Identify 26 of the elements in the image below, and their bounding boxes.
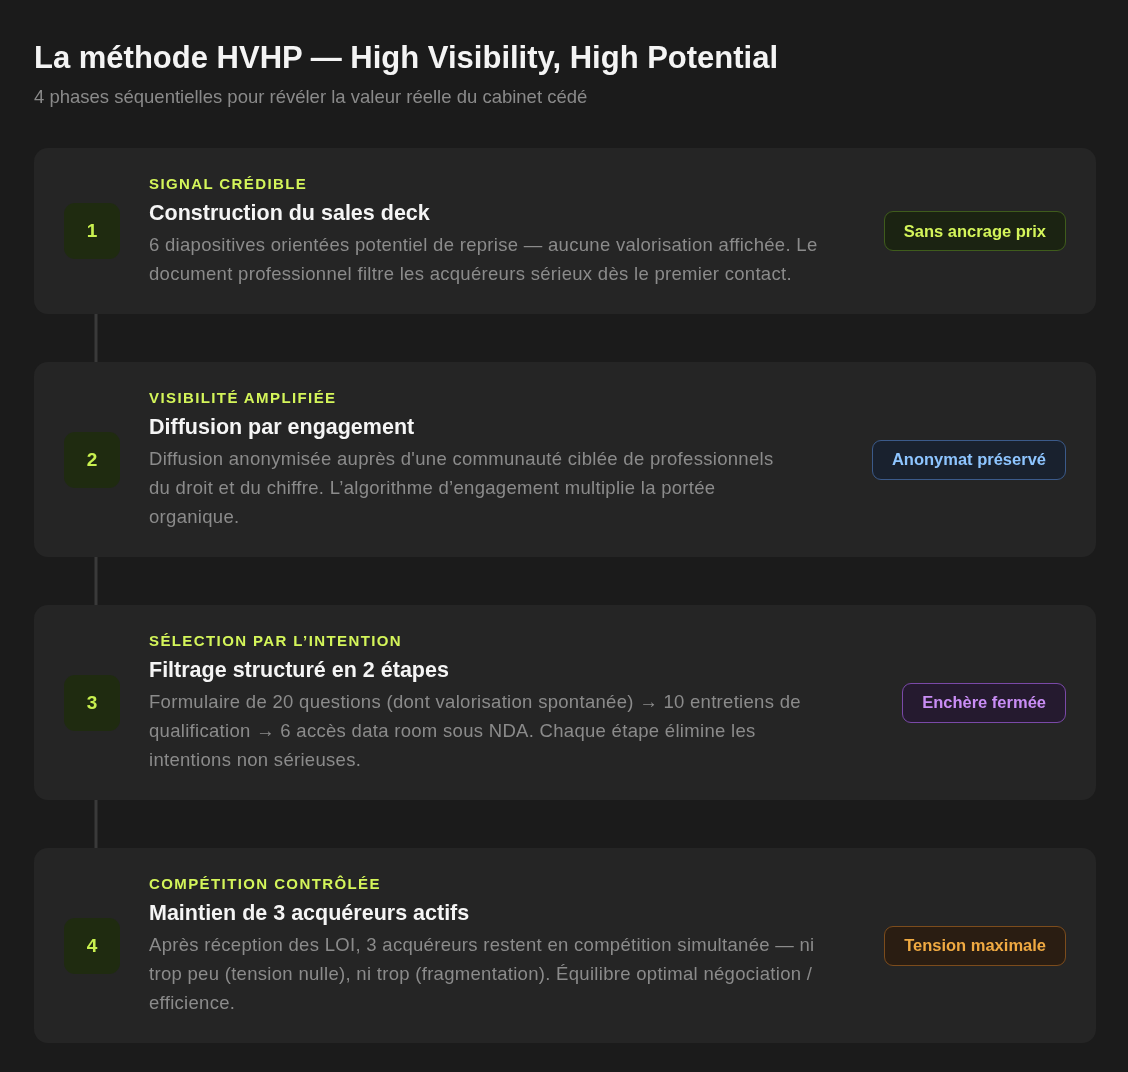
phase-card bbox=[34, 362, 1096, 557]
phase-title: Diffusion par engagement bbox=[149, 414, 415, 441]
phase-description: Formulaire de 20 questions (dont valorisation spontanée) → 10 entretiens de qualification → 6 accès data room sous NDA. Chaque étape élimine les intentions non sérieuses. bbox=[149, 690, 802, 772]
subtitle: 4 phases séquentielles pour révéler la valeur réelle du cabinet cédé bbox=[34, 85, 588, 109]
phase-description: Après réception des LOI, 3 acquéreurs restent en compétition simultanée — ni trop peu (tension nulle), ni trop (fragmentation). Équilibre optimal négociation / efficience. bbox=[149, 933, 816, 1015]
status-tag: Enchère fermée bbox=[902, 682, 1066, 723]
phase-kicker: SÉLECTION PAR L’INTENTION bbox=[149, 631, 403, 651]
phase-card bbox=[34, 848, 1096, 1043]
phase-card bbox=[34, 605, 1096, 800]
status-tag: Sans ancrage prix bbox=[883, 211, 1066, 251]
phase-description: Diffusion anonymisée auprès d'une communauté ciblée de professionnels du droit et du chiffre. L’algorithme d’engagement multiplie la portée organique. bbox=[149, 447, 775, 529]
step-number: 1 bbox=[64, 203, 120, 259]
title: La méthode HVHP — High Visibility, High Potential bbox=[34, 40, 779, 76]
phase-title: Maintien de 3 acquéreurs actifs bbox=[149, 900, 470, 927]
phase-kicker: COMPÉTITION CONTRÔLÉE bbox=[149, 874, 381, 894]
phase-kicker: SIGNAL CRÉDIBLE bbox=[149, 174, 308, 194]
phase-description: 6 diapositives orientées potentiel de reprise — aucune valorisation affichée. Le document professionnel filtre les acquéreurs sérieux dès le premier contact. bbox=[149, 233, 819, 286]
status-tag: Tension maximale bbox=[884, 925, 1066, 966]
phase-card bbox=[34, 148, 1096, 314]
step-number: 2 bbox=[64, 431, 120, 488]
step-number: 3 bbox=[64, 674, 120, 731]
phase-title: Filtrage structuré en 2 étapes bbox=[149, 657, 449, 684]
step-number: 4 bbox=[64, 917, 120, 974]
phase-title: Construction du sales deck bbox=[149, 200, 430, 227]
phase-kicker: VISIBILITÉ AMPLIFIÉE bbox=[149, 388, 337, 408]
status-tag: Anonymat préservé bbox=[871, 439, 1066, 480]
